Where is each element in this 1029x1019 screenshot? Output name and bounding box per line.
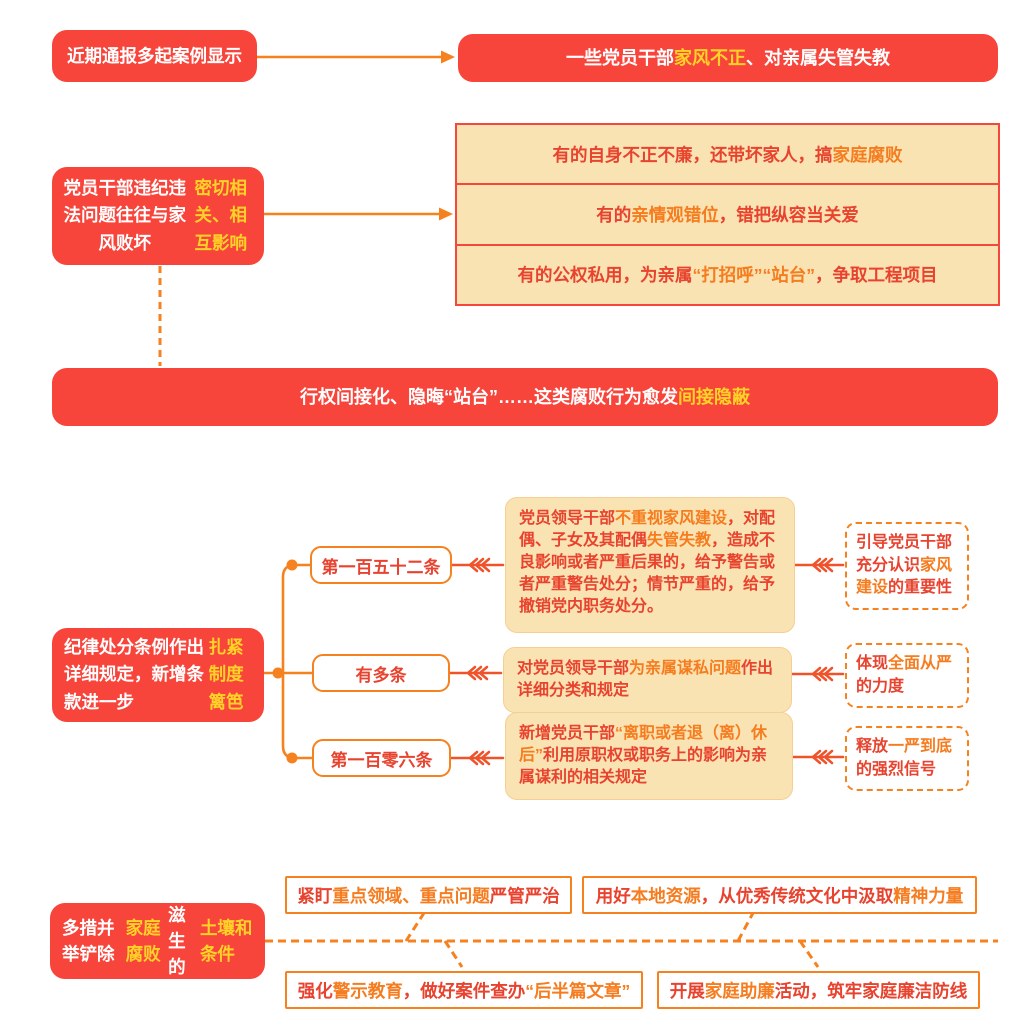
measure-box-warning-education: 强化警示教育，做好案件查办“后半篇文章”	[285, 971, 643, 1009]
multiple-articles-detail-box: 对党员领导干部为亲属谋私问题作出详细分类和规定	[503, 647, 792, 714]
conclusion-box: 行权间接化、隐晦“站台”……这类腐败行为愈发间接隐蔽	[52, 368, 998, 426]
example-row-abuse-of-power: 有的公权私用，为亲属“打招呼”“站台”，争取工程项目	[517, 265, 938, 286]
triple-chevron-icon	[811, 666, 834, 682]
case-report-box: 近期通报多起案例显示	[52, 30, 257, 82]
label-to-detail-connectors	[448, 557, 505, 766]
takeaway-text: 体现全面从严的力度	[856, 655, 953, 695]
measure-box-key-areas: 紧盯重点领域、重点问题严管严治	[285, 876, 572, 914]
takeaway-text: 引导党员干部充分认识家风建设的重要性	[856, 534, 953, 597]
triple-chevron-icon	[811, 749, 834, 765]
example-stack: 有的自身不正不廉，还带坏家人，搞家庭腐败 有的亲情观错位，错把纵容当关爱 有的公…	[455, 123, 1000, 306]
triple-chevron-icon	[468, 750, 491, 766]
takeaway-box-strictness: 体现全面从严的力度	[845, 643, 969, 709]
finding-box: 一些党员干部家风不正、对亲属失管失教	[458, 34, 998, 82]
article-106-detail-box: 新增党员干部“离职或者退（离）休后”利用原职权或职务上的影响为亲属谋利的相关规定	[505, 712, 793, 801]
bracket-dot	[272, 667, 284, 679]
takeaway-box-strong-signal: 释放一严到底的强烈信号	[845, 726, 969, 792]
article-106-label: 第一百零六条	[312, 739, 451, 777]
bracket-dot	[286, 752, 298, 764]
measures-dashed-spine	[265, 912, 998, 968]
regulation-intro-box: 纪律处分条例作出详细规定，新增条款进一步扎紧制度篱笆	[52, 628, 264, 722]
bracket-dot	[286, 559, 298, 571]
takeaway-text: 释放一严到底的强烈信号	[856, 738, 953, 778]
cause-box: 党员干部违纪违法问题往往与家风败坏密切相关、相互影响	[52, 167, 264, 265]
measures-box: 多措并举铲除家庭腐败滋生的土壤和条件	[50, 903, 265, 979]
example-row-misplaced-affection: 有的亲情观错位，错把纵容当关爱	[457, 185, 998, 246]
triple-chevron-icon	[811, 557, 834, 573]
detail-to-takeaway-connectors	[790, 557, 845, 765]
triple-chevron-icon	[468, 557, 491, 573]
bracket-connector	[264, 559, 312, 764]
takeaway-box-family-importance: 引导党员干部充分认识家风建设的重要性	[845, 522, 969, 611]
multiple-articles-label: 有多条	[312, 654, 450, 692]
article-152-label: 第一百五十二条	[310, 546, 452, 584]
example-row-family-corruption: 有的自身不正不廉，还带坏家人，搞家庭腐败	[457, 125, 998, 186]
triple-chevron-icon	[466, 665, 489, 681]
article-152-detail-box: 党员领导干部不重视家风建设，对配偶、子女及其配偶失管失教，造成不良影响或者严重后…	[505, 497, 795, 633]
measure-box-local-resources: 用好本地资源，从优秀传统文化中汲取精神力量	[582, 876, 977, 914]
measure-box-family-integrity: 开展家庭助廉活动，筑牢家庭廉洁防线	[657, 971, 980, 1009]
arrow-source-to-result	[257, 50, 455, 64]
arrow-cause-to-examples	[264, 207, 453, 221]
